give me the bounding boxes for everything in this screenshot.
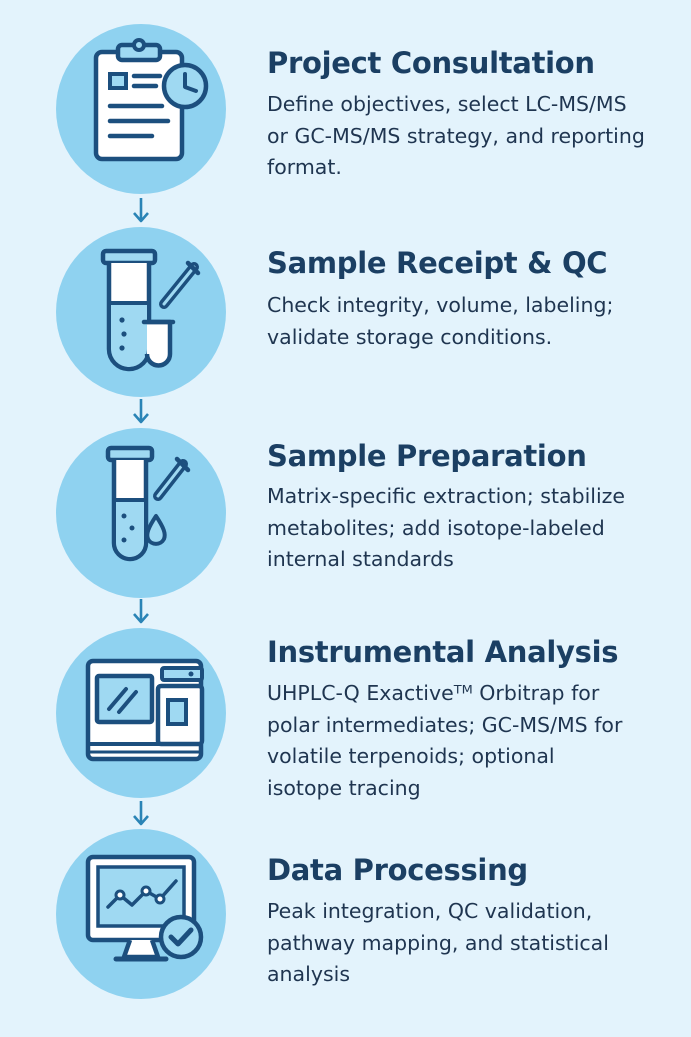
desc-line: Check integrity, volume, labeling; <box>267 293 614 317</box>
step-description: Define objectives, select LC-MS/MS or GC… <box>267 89 677 184</box>
desc-line: pathway mapping, and statistical <box>267 930 609 955</box>
step-title: Data Processing <box>267 853 528 887</box>
step-2-circle <box>56 227 226 397</box>
down-arrow-icon <box>133 801 149 826</box>
desc-line: internal standards <box>267 547 454 571</box>
step-5-circle <box>56 829 226 999</box>
desc-line: analysis <box>267 962 351 986</box>
step-description: Peak integration, QC validation, pathway… <box>267 896 677 991</box>
desc-line: polar intermediates; GC-MS/MS for <box>267 712 623 737</box>
step-title: Project Consultation <box>267 46 595 80</box>
desc-line: isotope tracing <box>267 775 421 800</box>
step-description: Check integrity, volume, labeling; valid… <box>267 290 677 353</box>
down-arrow-icon <box>133 399 149 424</box>
monitor-check-icon <box>85 854 204 962</box>
step-description: Matrix-specific extraction; stabilize me… <box>267 481 677 576</box>
desc-line: Define objectives, select LC-MS/MS <box>267 92 627 116</box>
desc-line: metabolites; add isotope-labeled <box>267 515 605 540</box>
step-description: UHPLC-Q Exactiveᵀᴹ Orbitrap for polar in… <box>267 678 677 804</box>
desc-line: format. <box>267 155 342 179</box>
tube-dropper-icon <box>105 445 191 562</box>
down-arrow-icon <box>133 198 149 223</box>
desc-line: validate storage conditions. <box>267 324 553 349</box>
desc-line: volatile terpenoids; optional <box>267 744 555 768</box>
step-title: Instrumental Analysis <box>267 635 619 669</box>
mass-spectrometer-icon <box>85 658 205 762</box>
down-arrow-icon <box>133 599 149 624</box>
test-tubes-icon <box>100 248 201 372</box>
step-4-circle <box>56 628 226 798</box>
step-title: Sample Preparation <box>267 439 587 473</box>
desc-line: Matrix-specific extraction; stabilize <box>267 484 626 508</box>
clipboard-clock-icon <box>93 38 209 162</box>
step-title: Sample Receipt & QC <box>267 246 608 280</box>
step-1-circle <box>56 24 226 194</box>
desc-line: Peak integration, QC validation, <box>267 899 593 923</box>
step-3-circle <box>56 428 226 598</box>
desc-line: or GC-MS/MS strategy, and reporting <box>267 123 645 148</box>
desc-line: UHPLC-Q Exactiveᵀᴹ Orbitrap for <box>267 681 600 705</box>
